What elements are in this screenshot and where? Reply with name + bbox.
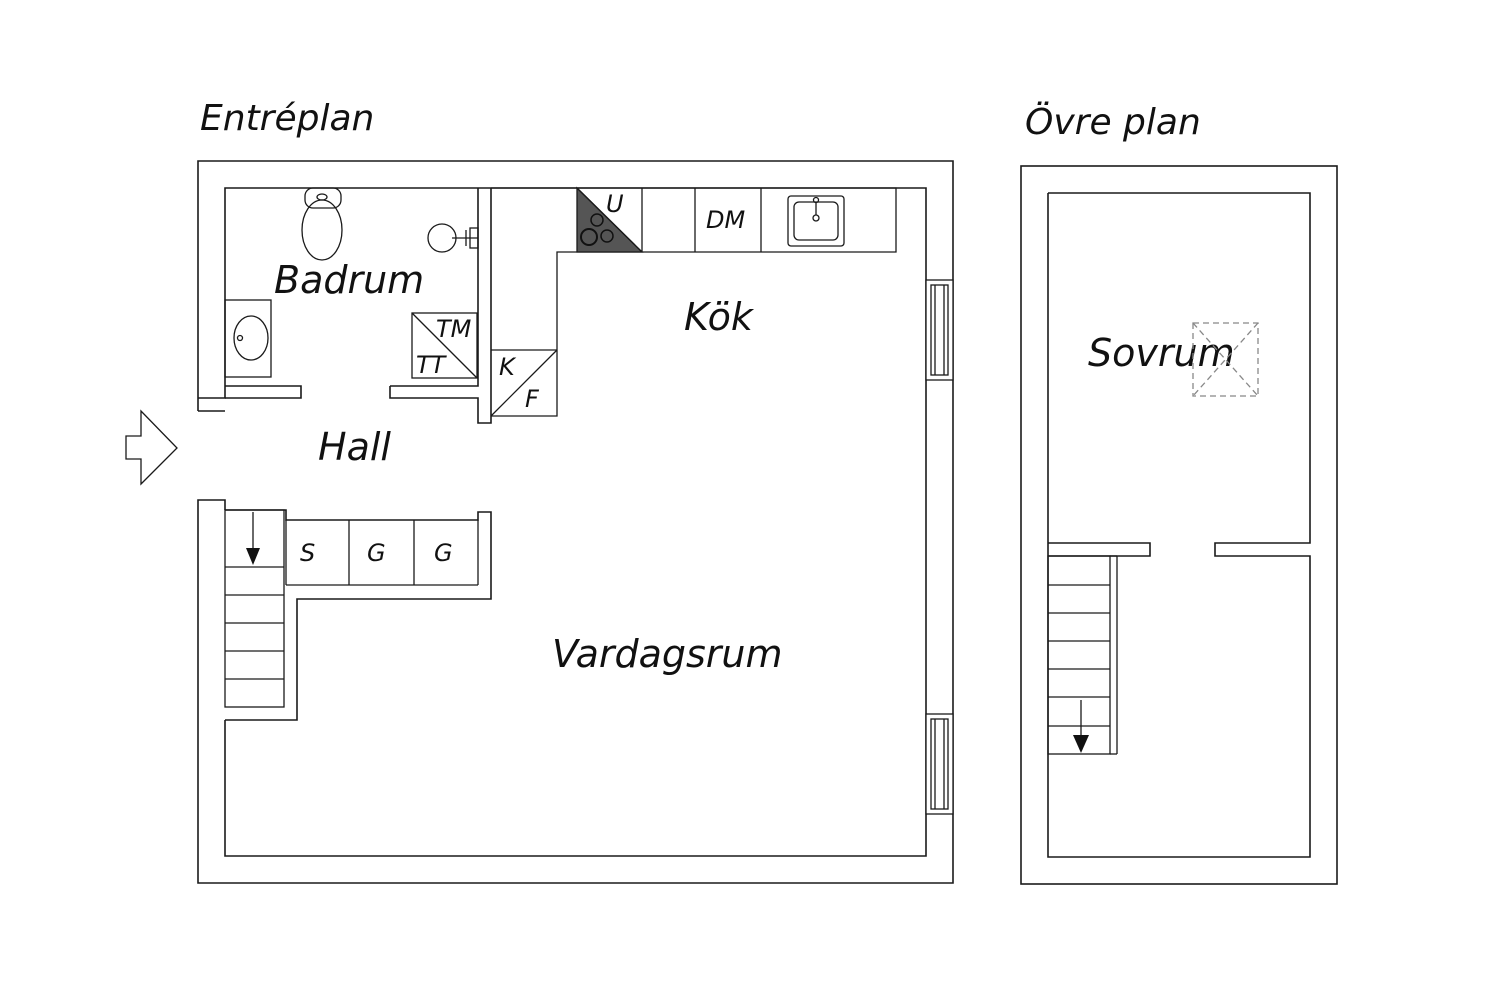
room-label-bedroom: Sovrum [1088, 331, 1235, 375]
storage-walls [225, 509, 492, 721]
bathroom-walls [225, 188, 492, 424]
upper-floor-inner-walls [1047, 192, 1311, 858]
shower-icon [427, 223, 479, 253]
stairs-upper [1047, 555, 1118, 755]
window-lower [925, 713, 954, 815]
ground-floor-plan: Entréplan [125, 98, 954, 884]
room-label-hall: Hall [318, 425, 391, 469]
washer-dryer: TM TT [411, 312, 478, 379]
stairs-ground [224, 509, 285, 708]
kitchen-sink-icon [787, 195, 845, 247]
dishwasher-label: DM [706, 206, 745, 234]
arrow-down-icon [246, 548, 260, 565]
entrance-arrow-icon [125, 409, 178, 486]
upper-floor-outer-wall [1020, 165, 1338, 885]
room-label-kitchen: Kök [684, 295, 755, 339]
window-upper [925, 279, 954, 381]
storage-g2-label: G [434, 539, 453, 567]
freezer-label: F [525, 385, 540, 413]
washer-label: TM [436, 315, 472, 343]
room-label-bathroom: Badrum [274, 258, 424, 302]
fridge-label: K [499, 353, 517, 381]
skylight-icon [1192, 322, 1259, 397]
arrow-down-icon [1073, 735, 1089, 753]
oven-label: U [606, 190, 624, 218]
sink-icon [224, 299, 272, 378]
room-label-living: Vardagsrum [552, 632, 783, 676]
storage-s-label: S [300, 539, 315, 567]
ground-floor-title: Entréplan [200, 98, 374, 139]
upper-floor-plan: Övre plan Sovrum [1020, 101, 1338, 885]
kitchen-counter-l [491, 187, 897, 417]
upper-floor-title: Övre plan [1025, 101, 1201, 143]
stove-icon [576, 186, 644, 253]
storage-g1-label: G [367, 539, 386, 567]
fridge-diagonal [490, 349, 558, 417]
dryer-label: TT [416, 351, 448, 379]
toilet-icon [301, 187, 343, 261]
